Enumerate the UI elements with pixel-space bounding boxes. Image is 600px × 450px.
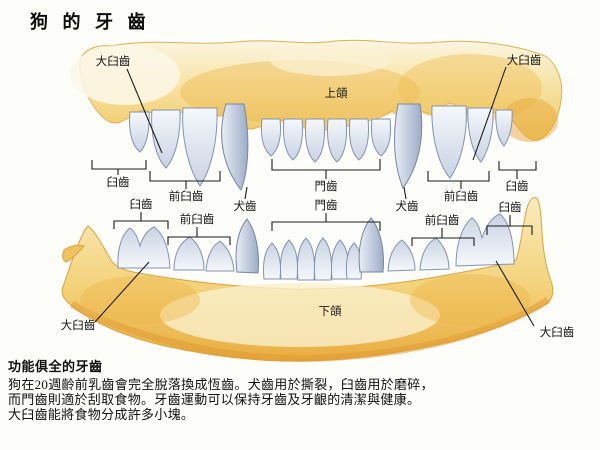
upper-incisor: [371, 118, 391, 157]
callout-premolar-lower-right: 前臼齒: [424, 215, 460, 227]
caption-block: 功能俱全的牙齒 狗在20週齡前乳齒會完全脫落換成恆齒。犬齒用於撕裂，臼齒用於磨碎…: [8, 359, 568, 422]
upper-incisor: [349, 118, 369, 161]
callout-large-molar-lower-left: 大臼齒: [60, 320, 96, 332]
bracket-premolar-upper-left: [149, 171, 221, 189]
bone-shading: [398, 54, 542, 122]
upper-right-molar: [467, 107, 494, 163]
upper-right-canine: [394, 103, 423, 190]
callout-premolar-upper-left: 前臼齒: [168, 191, 204, 203]
lower-right-premolar: [419, 237, 450, 271]
callout-line-canine-right: [403, 186, 407, 200]
upper-incisor: [327, 118, 347, 163]
bracket-premolar-upper-right: [427, 171, 490, 189]
upper-left-canine: [221, 103, 249, 191]
upper-incisor: [261, 118, 281, 157]
callout-premolar-upper-right: 前臼齒: [443, 191, 479, 203]
lower-teeth: [117, 213, 515, 281]
mandible-spike: [62, 244, 85, 263]
lower-left-molar: [117, 226, 171, 269]
upper-incisor: [305, 118, 325, 163]
callout-premolar-lower-left: 前臼齒: [179, 214, 215, 226]
callout-molar-lower-right: 臼齒: [498, 202, 522, 214]
callout-line-large-molar-lower-right: [495, 260, 535, 327]
callout-incisor-lower: 門齒: [314, 200, 338, 212]
upper-incisor: [283, 118, 303, 161]
upper-left-molar: [151, 109, 181, 169]
callout-lines: [94, 66, 535, 327]
caption-line: 而門齒則適於刮取食物。牙齒運動可以保持牙齒及牙齦的清潔與健康。: [8, 392, 421, 407]
bone-highlight: [270, 44, 390, 76]
lower-incisor: [280, 239, 298, 280]
upper-jaw-label: 上頜: [324, 88, 348, 100]
callout-line-large-molar-upper-left: [126, 68, 163, 154]
upper-right-carnassial: [431, 105, 467, 179]
lower-incisor: [314, 237, 332, 281]
callout-large-molar-upper-left: 大臼齒: [95, 56, 131, 68]
callout-canine-right: 犬齒: [395, 201, 419, 213]
lower-left-canine: [235, 218, 259, 274]
callout-line-large-molar-upper-right: [472, 66, 507, 161]
bracket-molar-upper-right: [498, 161, 537, 179]
bracket-incisor-lower: [271, 213, 381, 231]
upper-left-molar: [129, 111, 150, 153]
bracket-molar-lower-left: [113, 212, 169, 229]
callout-molar-lower-left: 臼齒: [129, 199, 153, 211]
callout-incisor-upper: 門齒: [314, 181, 338, 193]
bracket-molar-lower-right: [486, 215, 533, 235]
bracket-molar-upper-left: [91, 160, 147, 175]
lower-jaw-label: 下頜: [318, 306, 342, 318]
callout-large-molar-lower-right: 大臼齒: [539, 327, 575, 339]
upper-teeth: [129, 103, 513, 191]
lower-left-premolar: [173, 236, 205, 271]
mandible-bottom-shadow: [70, 297, 550, 362]
callout-line-large-molar-lower-left: [94, 261, 150, 323]
callout-line-canine-left: [244, 186, 248, 200]
callout-molar-upper-right: 臼齒: [505, 181, 529, 193]
mandible-highlight: [160, 283, 440, 347]
lower-jaw-bone: [61, 197, 554, 362]
bracket-premolar-lower-left: [167, 227, 231, 245]
lower-right-canine: [358, 217, 384, 273]
callout-large-molar-upper-right: 大臼齒: [506, 55, 542, 67]
bracket-premolar-lower-right: [411, 228, 475, 246]
upper-right-molar: [495, 109, 513, 147]
mandible-shading: [80, 276, 200, 324]
bracket-incisor-upper: [271, 159, 381, 179]
caption-line: 大臼齒能將食物分成許多小塊。: [8, 407, 195, 422]
lower-right-molar: [455, 213, 515, 267]
caption-heading: 功能俱全的牙齒: [8, 359, 103, 374]
group-brackets: [91, 159, 537, 246]
mandible-shading: [410, 274, 530, 326]
lower-left-premolar: [205, 240, 235, 272]
lower-right-premolar: [387, 239, 416, 272]
caption-line: 狗在20週齡前乳齒會完全脫落換成恆齒。犬齒用於撕裂，臼齒用於磨碎，: [8, 377, 434, 392]
bone-shading: [502, 98, 558, 142]
callout-molar-upper-left: 臼齒: [106, 177, 130, 189]
callout-canine-left: 犬齒: [233, 201, 257, 213]
lower-incisor: [297, 237, 315, 281]
lower-incisor: [331, 239, 349, 280]
lower-incisor: [263, 242, 281, 280]
page-title: 狗 的 牙 齒: [30, 12, 151, 32]
bone-highlight: [70, 45, 180, 105]
upper-left-carnassial: [182, 107, 218, 187]
